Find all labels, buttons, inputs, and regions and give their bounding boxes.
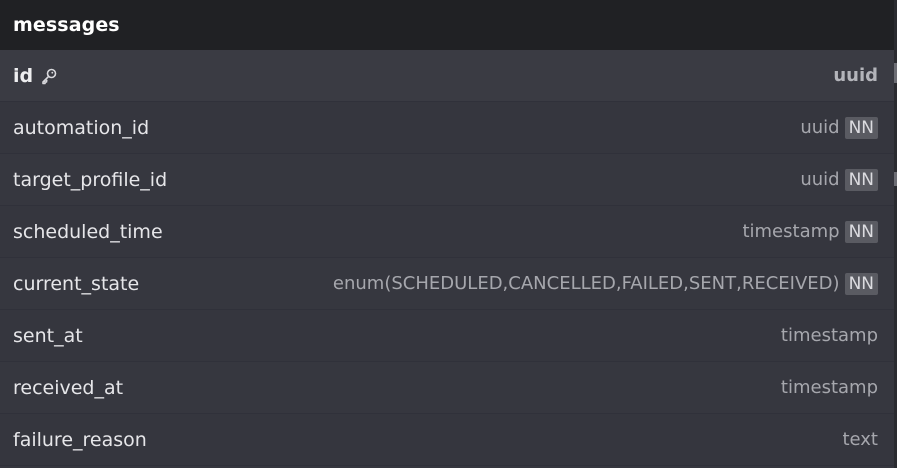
column-type: timestamp — [780, 325, 878, 346]
column-name: received_at — [13, 376, 124, 399]
not-null-badge: NN — [844, 116, 878, 139]
column-type: text — [842, 429, 878, 450]
connection-handle[interactable] — [894, 63, 897, 83]
table-header[interactable]: messages — [0, 0, 894, 50]
column-row-automation-id[interactable]: automation_id uuid NN — [0, 102, 894, 154]
column-name: automation_id — [13, 116, 150, 139]
column-type: timestamp — [780, 377, 878, 398]
not-null-badge: NN — [844, 168, 878, 191]
column-name: current_state — [13, 272, 140, 295]
column-row-current-state[interactable]: current_state enum(SCHEDULED,CANCELLED,F… — [0, 258, 894, 310]
column-row-scheduled-time[interactable]: scheduled_time timestamp NN — [0, 206, 894, 258]
key-icon — [40, 67, 58, 85]
not-null-badge: NN — [844, 220, 878, 243]
column-type: enum(SCHEDULED,CANCELLED,FAILED,SENT,REC… — [332, 273, 840, 294]
column-type: uuid — [800, 117, 840, 138]
table-name: messages — [13, 14, 120, 36]
column-name: id — [13, 64, 34, 87]
not-null-badge: NN — [844, 272, 878, 295]
column-name: target_profile_id — [13, 168, 168, 191]
column-row-received-at[interactable]: received_at timestamp — [0, 362, 894, 414]
column-name: sent_at — [13, 324, 83, 347]
column-row-id[interactable]: id uuid — [0, 50, 894, 102]
column-row-target-profile-id[interactable]: target_profile_id uuid NN — [0, 154, 894, 206]
column-list: id uuid automation_id uuid NN — [0, 50, 894, 466]
column-type: uuid — [800, 169, 840, 190]
connection-handle[interactable] — [894, 172, 897, 186]
column-row-sent-at[interactable]: sent_at timestamp — [0, 310, 894, 362]
column-type: timestamp — [742, 221, 840, 242]
column-name: failure_reason — [13, 428, 147, 451]
column-type: uuid — [833, 65, 878, 86]
column-name: scheduled_time — [13, 220, 163, 243]
column-row-failure-reason[interactable]: failure_reason text — [0, 414, 894, 466]
